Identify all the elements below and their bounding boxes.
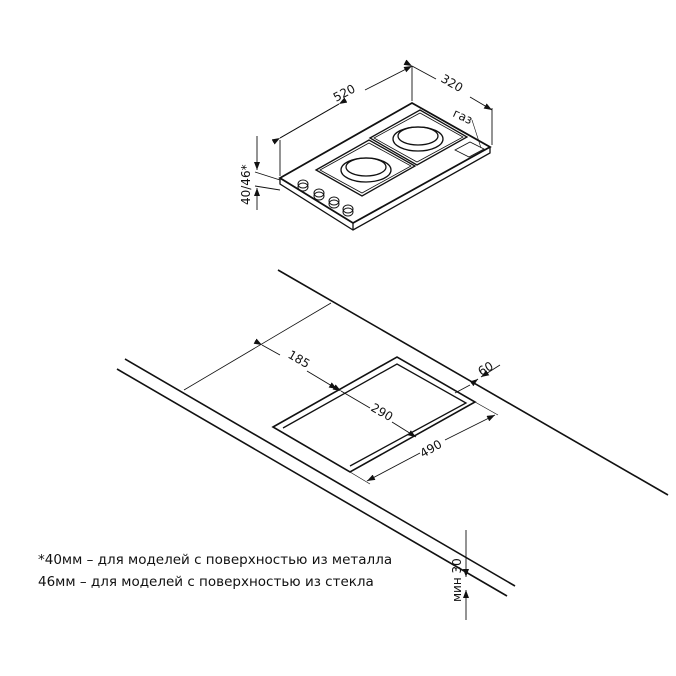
note-glass: 46мм – для моделей с поверхностью из сте… <box>38 574 374 590</box>
dim-height-label: 40/46* <box>239 164 253 205</box>
dimension-520 <box>271 65 413 176</box>
dim-320-label: 320 <box>439 71 466 95</box>
countertop-front-edge-top <box>124 358 516 587</box>
gas-label: газ <box>451 106 475 127</box>
dimension-height <box>254 136 281 210</box>
countertop-drawing <box>116 269 669 620</box>
dim-490-label: 490 <box>418 437 445 461</box>
hob-drawing <box>254 59 493 231</box>
knobs <box>297 179 354 217</box>
countertop-front-edge-bottom <box>116 368 508 597</box>
dim-min30-label: мин 30 <box>450 558 464 602</box>
dimension-320 <box>403 59 493 149</box>
dim-60-label: 60 <box>476 359 496 379</box>
dim-290-label: 290 <box>369 400 396 424</box>
dim-520-label: 520 <box>331 82 358 105</box>
dim-185-label: 185 <box>286 347 313 371</box>
note-metal: *40мм – для моделей с поверхностью из ме… <box>38 552 393 568</box>
countertop-back-edge <box>277 269 669 496</box>
